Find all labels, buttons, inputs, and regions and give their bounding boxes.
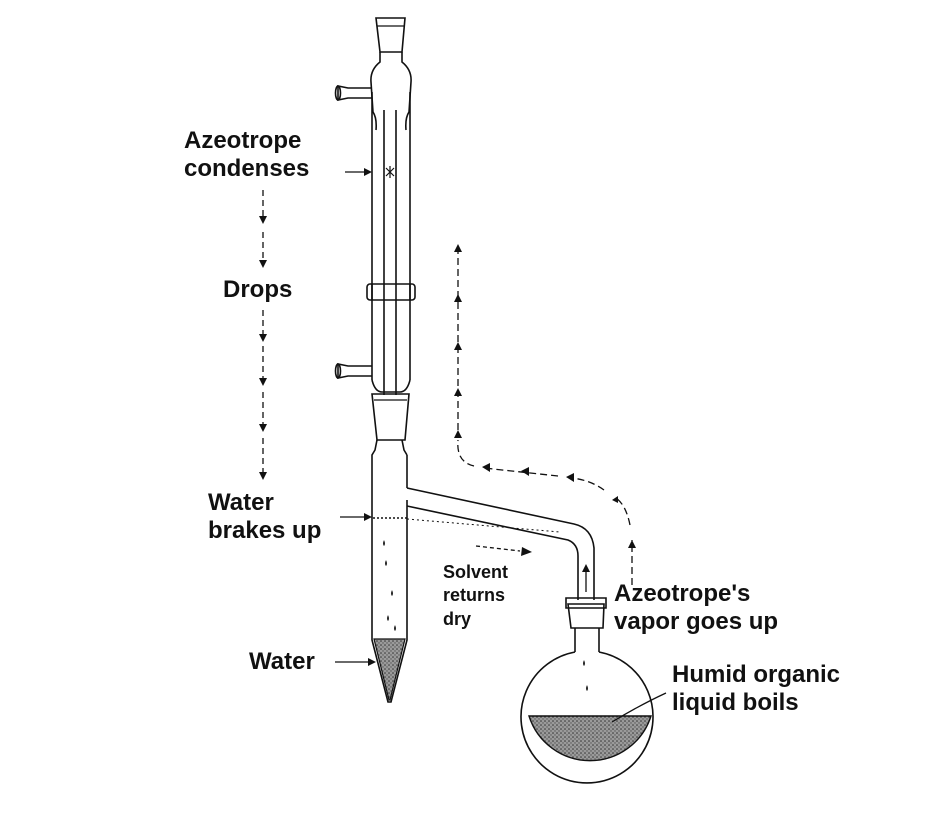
label-vapor-goes-up: Azeotrope's vapor goes up [614,580,779,636]
water-drops [383,540,396,631]
neck-vapor-arrow [582,564,590,592]
label-humid-liquid-boils: Humid organic liquid boils [672,661,841,717]
label-water-breaks-up: Water brakes up [208,489,322,545]
label-water: Water [249,648,315,675]
flask-drops [583,660,588,691]
condensate-mark [385,166,395,178]
falling-drop-arrowheads [259,216,267,480]
vapor-path-arrowheads [454,244,636,548]
label-solvent-returns-dry: Solvent returns dry [443,562,509,629]
flask-liquid [528,715,652,762]
condenser [334,17,416,441]
collected-water [373,638,406,701]
collection-trap [371,439,595,703]
label-drops: Drops [223,276,293,303]
leader-arrowheads [364,168,376,666]
label-azeotrope-condenses: Azeotrope condenses [184,127,310,183]
solvent-return-arrow [475,545,532,556]
boiling-flask [520,597,654,784]
